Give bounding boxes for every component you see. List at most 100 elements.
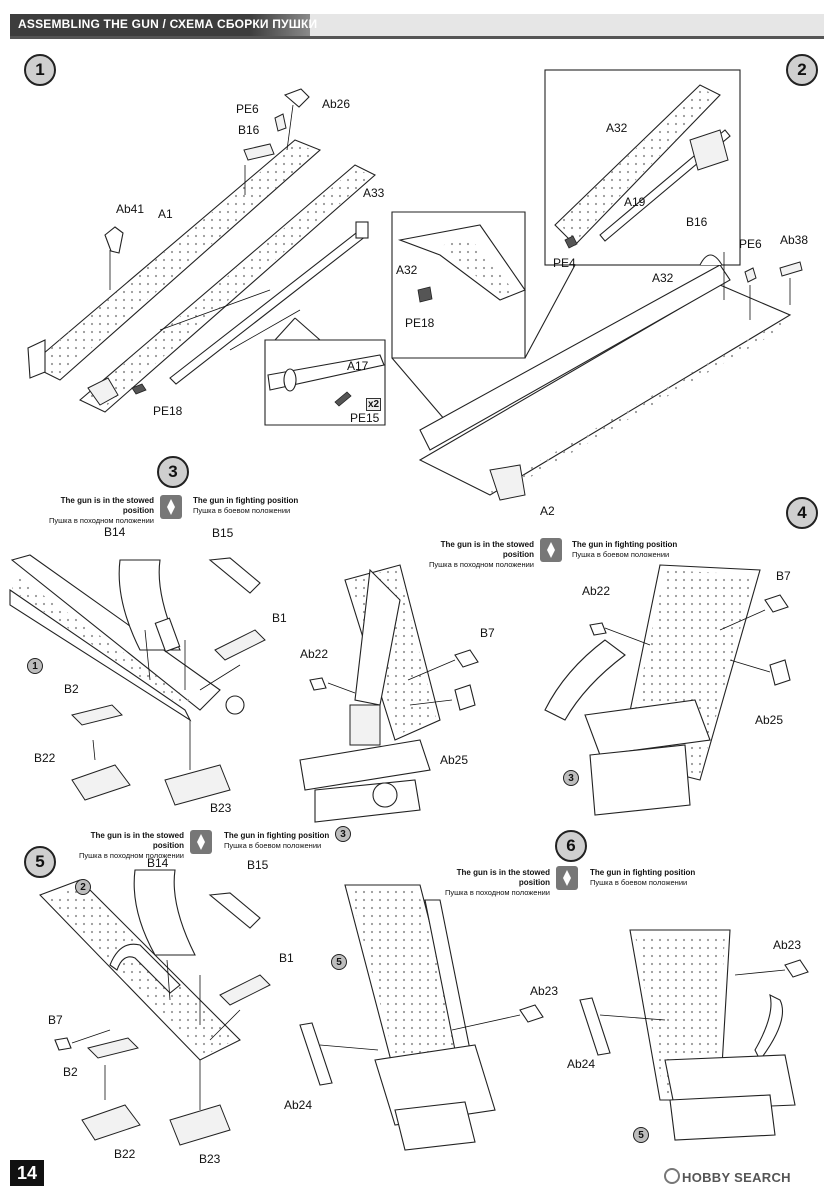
s5-label-b22: B22 (114, 1147, 136, 1161)
fighting-en: The gun in fighting position (572, 540, 678, 549)
fighting-ru: Пушка в боевом положении (193, 506, 291, 515)
title-separator: / (158, 17, 170, 31)
s4-ref-left: 3 (335, 826, 351, 842)
step-2-badge: 2 (786, 54, 818, 86)
s3-fighting-legend: The gun in fighting position Пушка в бое… (193, 496, 298, 516)
s4-label-ab22-right: Ab22 (582, 584, 611, 598)
s5-ref-step2: 2 (75, 879, 91, 895)
stowed-ru: Пушка в походном положении (79, 851, 184, 860)
s4-label-b7-left: B7 (480, 626, 495, 640)
s2-label-a19: A19 (624, 195, 646, 209)
s5-label-b14: B14 (147, 856, 169, 870)
s6-ref-right: 5 (633, 1127, 649, 1143)
page-header: ASSEMBLING THE GUN / СХЕМА СБОРКИ ПУШКИ (10, 14, 824, 39)
s2-label-b16: B16 (686, 215, 708, 229)
fighting-ru: Пушка в боевом положении (572, 550, 670, 559)
s2-label-a32-mid: A32 (396, 263, 418, 277)
step1-drawing (27, 88, 386, 426)
s1-label-a17: A17 (347, 359, 369, 373)
s1-label-b16: B16 (238, 123, 260, 137)
fighting-ru: Пушка в боевом положении (224, 841, 322, 850)
s3-label-b22: B22 (34, 751, 56, 765)
s3-stowed-legend: The gun is in the stowed position Пушка … (36, 496, 154, 526)
step-6-badge: 6 (555, 830, 587, 862)
s5-label-b2: B2 (63, 1065, 78, 1079)
s5-label-b7: B7 (48, 1013, 63, 1027)
s3-label-b1: B1 (272, 611, 287, 625)
s3-label-b23: B23 (210, 801, 232, 815)
s2-label-pe4: PE4 (553, 256, 576, 270)
s5-label-b15: B15 (247, 858, 269, 872)
stowed-ru: Пушка в походном положении (429, 560, 534, 569)
s1-label-a33: A33 (363, 186, 385, 200)
stowed-en: The gun is in the stowed position (60, 496, 154, 515)
fighting-en: The gun in fighting position (193, 496, 299, 505)
s6-label-ab23-left: Ab23 (530, 984, 559, 998)
s5-label-b23: B23 (199, 1152, 221, 1166)
s2-label-pe6: PE6 (739, 237, 762, 251)
s4-label-b7-right: B7 (776, 569, 791, 583)
step6-drawing (299, 884, 809, 1151)
stowed-en: The gun is in the stowed position (456, 868, 550, 887)
position-toggle-icon (556, 866, 578, 890)
s5-label-b1: B1 (279, 951, 294, 965)
s4-ref-right: 3 (563, 770, 579, 786)
page-number: 14 (10, 1160, 44, 1186)
header-title: ASSEMBLING THE GUN / СХЕМА СБОРКИ ПУШКИ (18, 17, 317, 31)
s6-label-ab24-right: Ab24 (567, 1057, 596, 1071)
step3-drawing (9, 554, 266, 806)
stowed-en: The gun is in the stowed position (90, 831, 184, 850)
s2-label-a2: A2 (540, 504, 555, 518)
s1-label-ab41: Ab41 (116, 202, 145, 216)
step4-fighting-drawing (544, 564, 791, 816)
watermark-logo-icon (664, 1168, 680, 1184)
s3-label-b15: B15 (212, 526, 234, 540)
fighting-en: The gun in fighting position (590, 868, 696, 877)
s1-multiplier: x2 (366, 398, 382, 411)
header-bar (10, 14, 310, 36)
s1-label-pe18: PE18 (153, 404, 183, 418)
position-toggle-icon (160, 495, 182, 519)
s3-ref-step1: 1 (27, 658, 43, 674)
s6-fighting-legend: The gun in fighting position Пушка в бое… (590, 868, 695, 888)
stowed-ru: Пушка в походном положении (49, 516, 154, 525)
title-ru: СХЕМА СБОРКИ ПУШКИ (169, 17, 318, 31)
s3-label-b2: B2 (64, 682, 79, 696)
step-1-badge: 1 (24, 54, 56, 86)
step4-stowed-drawing (299, 564, 479, 823)
s2-label-a32-top: A32 (606, 121, 628, 135)
s4-stowed-legend: The gun is in the stowed position Пушка … (416, 540, 534, 570)
s1-label-ab26: Ab26 (322, 97, 351, 111)
s6-stowed-legend: The gun is in the stowed position Пушка … (432, 868, 550, 898)
s1-label-pe15: PE15 (350, 411, 380, 425)
stowed-ru: Пушка в походном положении (445, 888, 550, 897)
s2-label-pe18: PE18 (405, 316, 435, 330)
s1-label-a1: A1 (158, 207, 173, 221)
s4-label-ab25-left: Ab25 (440, 753, 469, 767)
s6-ref-left: 5 (331, 954, 347, 970)
s2-label-a32-main: A32 (652, 271, 674, 285)
step5-drawing (39, 869, 271, 1146)
fighting-en: The gun in fighting position (224, 831, 330, 840)
fighting-ru: Пушка в боевом положении (590, 878, 688, 887)
watermark-text: HOBBY SEARCH (682, 1170, 791, 1185)
s4-label-ab22-left: Ab22 (300, 647, 329, 661)
s3-label-b14: B14 (104, 525, 126, 539)
position-toggle-icon (190, 830, 212, 854)
step-4-badge: 4 (786, 497, 818, 529)
s4-label-ab25-right: Ab25 (755, 713, 784, 727)
step2-drawing (391, 69, 803, 501)
s5-stowed-legend: The gun is in the stowed position Пушка … (66, 831, 184, 861)
stowed-en: The gun is in the stowed position (440, 540, 534, 559)
s6-label-ab23-right: Ab23 (773, 938, 802, 952)
title-en: ASSEMBLING THE GUN (18, 17, 159, 31)
s5-fighting-legend: The gun in fighting position Пушка в бое… (224, 831, 329, 851)
s1-label-pe6: PE6 (236, 102, 259, 116)
position-toggle-icon (540, 538, 562, 562)
s6-label-ab24-left: Ab24 (284, 1098, 313, 1112)
step-3-badge: 3 (157, 456, 189, 488)
s2-label-ab38: Ab38 (780, 233, 809, 247)
s4-fighting-legend: The gun in fighting position Пушка в бое… (572, 540, 677, 560)
step-5-badge: 5 (24, 846, 56, 878)
